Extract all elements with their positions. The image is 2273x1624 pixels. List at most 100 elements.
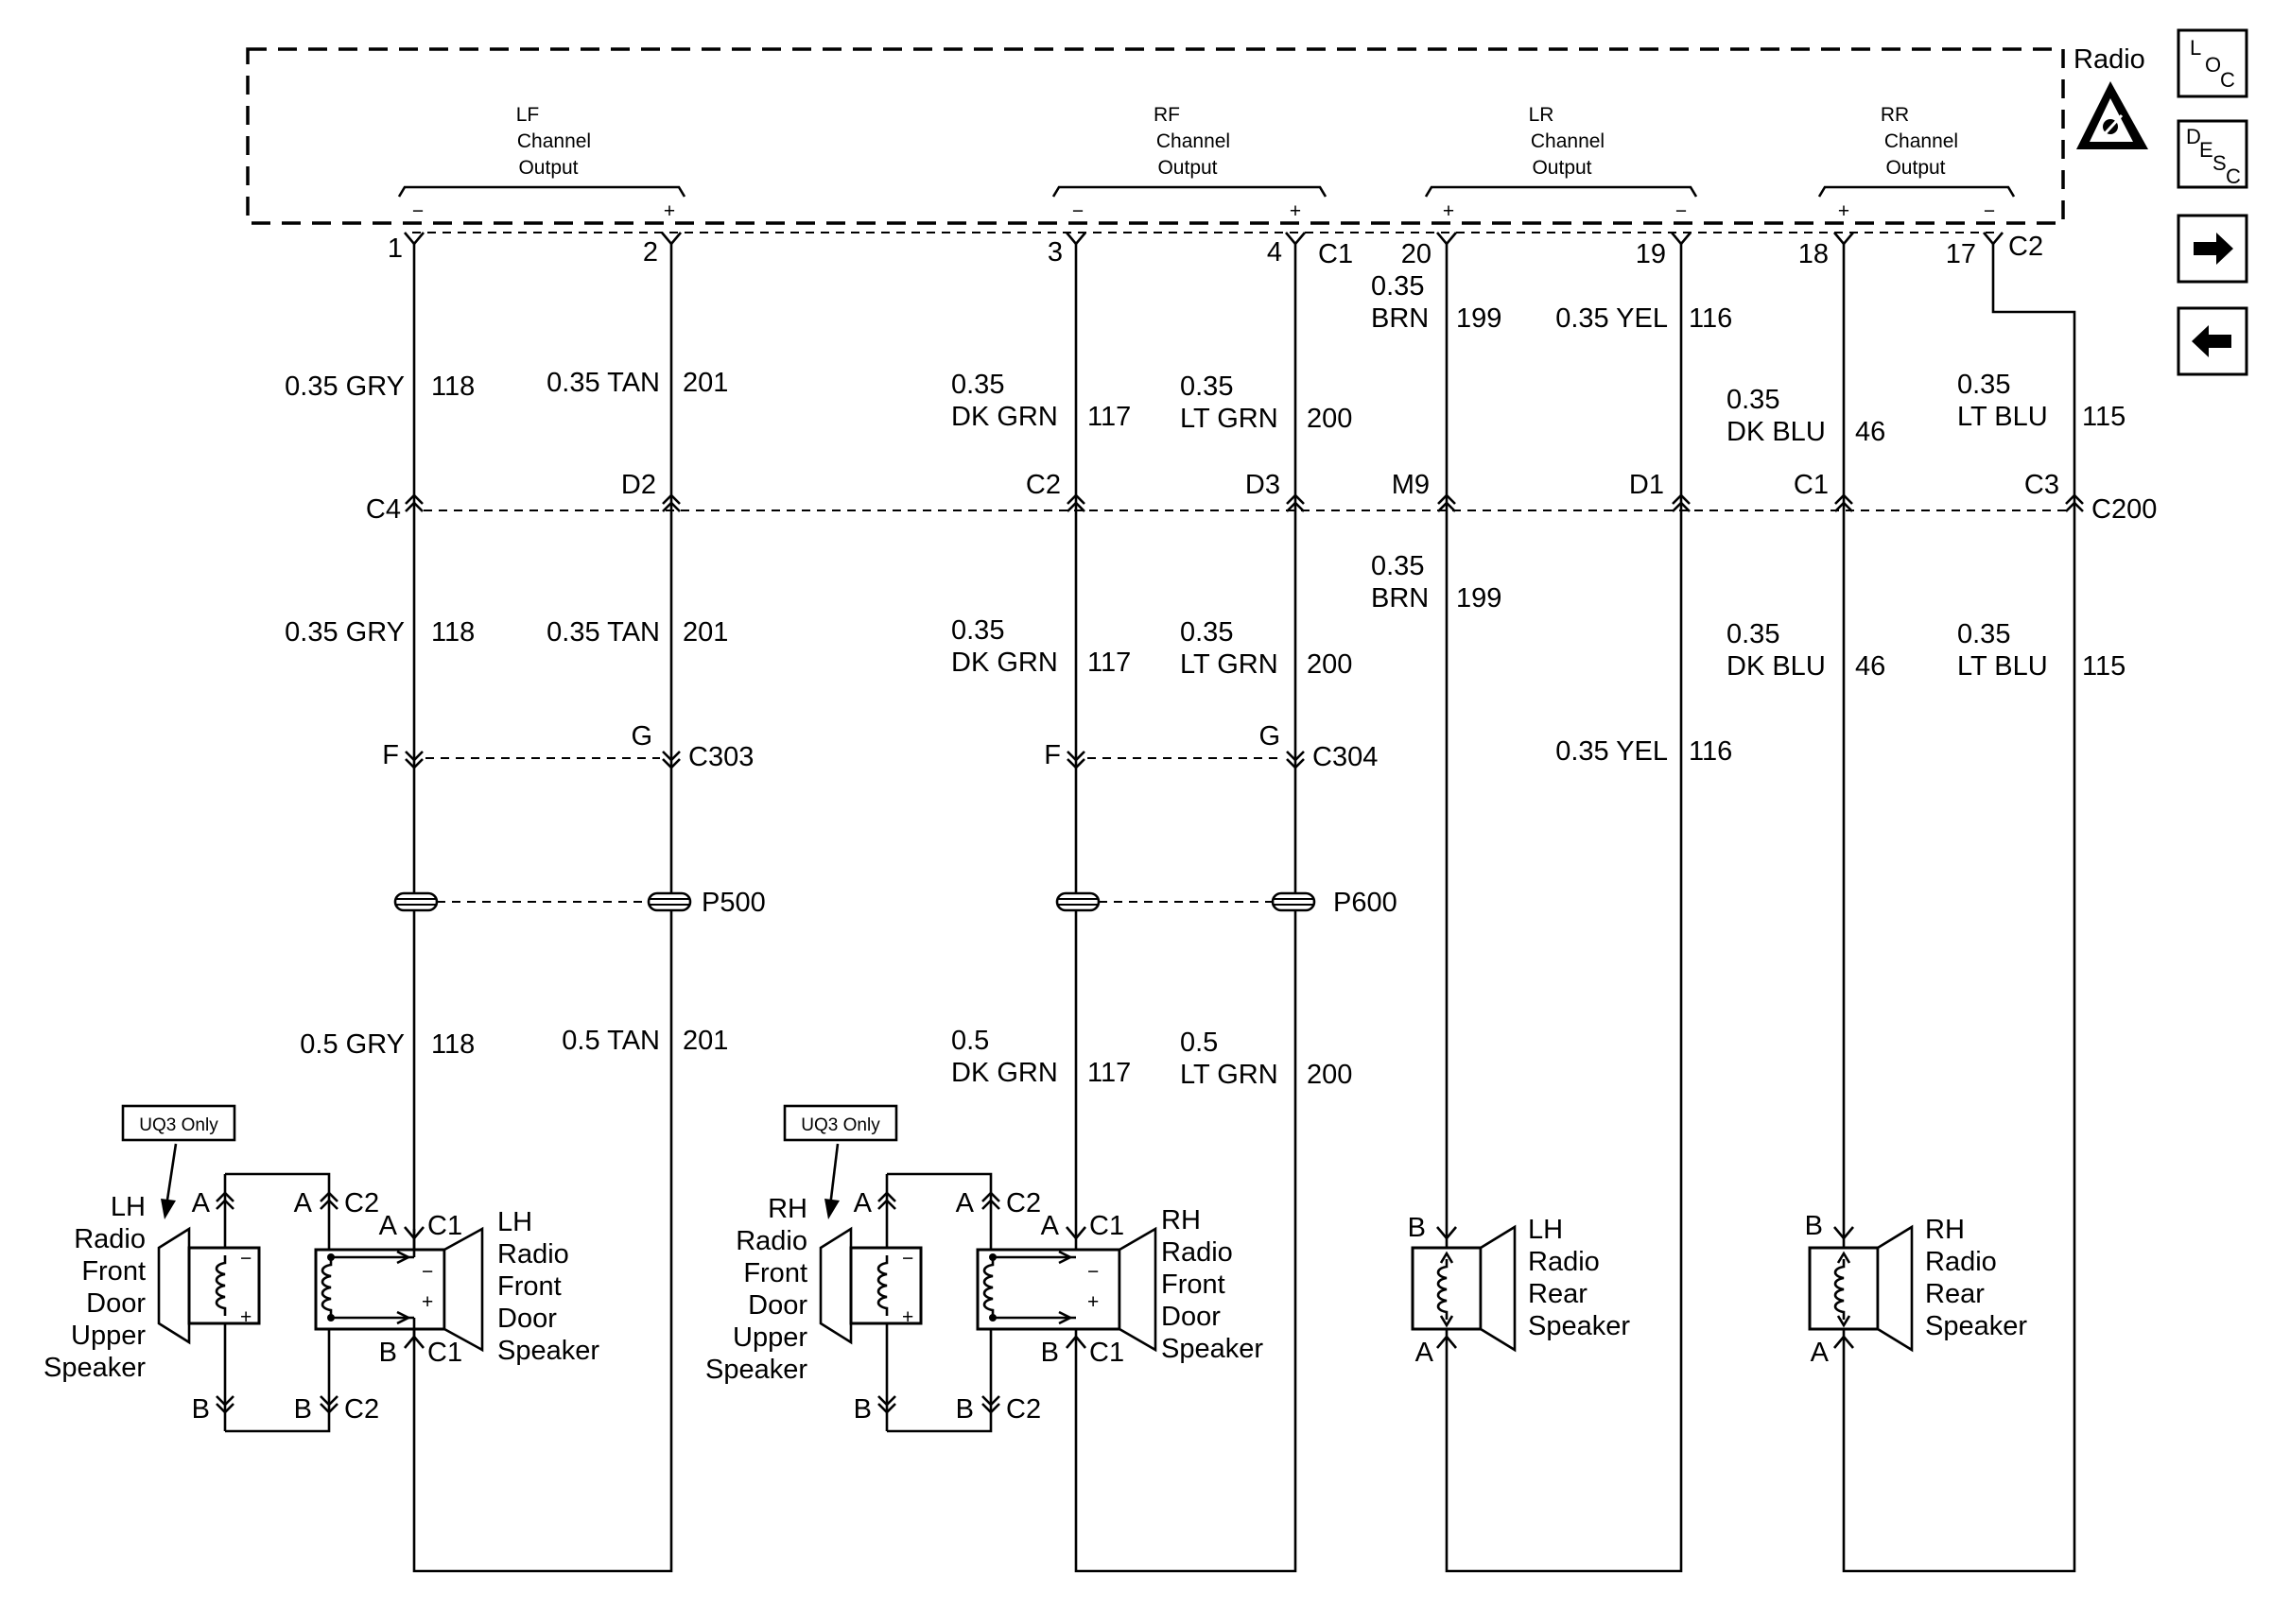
back-button[interactable] (2177, 306, 2248, 376)
loc-l: L (2190, 36, 2201, 60)
c200-pin: D2 (621, 470, 656, 500)
channel-word2: Output (1885, 157, 1945, 179)
wire-labels-lower: 0.5 GRY 118 0.5 TAN 201 0.5 DK GRN 117 0… (300, 1026, 1352, 1090)
coil-minus: − (240, 1248, 252, 1270)
rh-front-speakers: UQ3 Only A A C2 B B C2 − + RH Radio Fron… (705, 1104, 1263, 1433)
conn-c1: C1 (1089, 1338, 1124, 1368)
pin-b: B (1805, 1211, 1823, 1241)
lh-rear-speaker: B A LH Radio Rear Speaker (1408, 1213, 1631, 1368)
c200-pin: D1 (1629, 470, 1664, 500)
speaker-label: Rear (1925, 1279, 1985, 1309)
speaker-label: Rear (1528, 1279, 1588, 1309)
wire-circuit: 201 (683, 368, 728, 398)
wire-size: 0.35 (1726, 385, 1779, 415)
connector-c304: F G C304 (1044, 721, 1378, 772)
c200-pin: C2 (1026, 470, 1061, 500)
radio-pin: 4 (1267, 237, 1282, 268)
wire-size: 0.35 TAN (547, 368, 660, 398)
speaker-label: Speaker (1161, 1334, 1263, 1364)
wire-size: 0.5 TAN (562, 1026, 660, 1056)
radio-pin: 1 (388, 233, 403, 264)
wire-circuit: 115 (2082, 402, 2126, 432)
wire-color: DK GRN (951, 1058, 1058, 1088)
speaker-label: Speaker (1528, 1311, 1630, 1341)
c304-label: C304 (1312, 742, 1378, 772)
forward-button[interactable] (2177, 214, 2248, 284)
speaker-label: Radio (1161, 1237, 1233, 1268)
c200-pin: C3 (2024, 470, 2059, 500)
channel-rf: RF Channel Output − + (1051, 104, 1327, 222)
speaker-label: Upper (733, 1322, 807, 1353)
wire-labels-mid: 0.35 GRY 118 0.35 TAN 201 0.35 DK GRN 11… (285, 551, 2126, 767)
wire-size: 0.35 GRY (285, 617, 405, 648)
radio-boundary (246, 47, 2065, 225)
wire-circuit: 201 (683, 617, 728, 648)
desc-d: D (2186, 125, 2201, 148)
coil-plus: + (1087, 1291, 1099, 1313)
speaker-label: Radio (1925, 1247, 1997, 1277)
pin-a: A (379, 1211, 398, 1241)
lh-front-speakers: UQ3 Only A A C2 B B C2 − + LH Radio Fron… (43, 1104, 599, 1433)
wire-circuit: 118 (431, 371, 475, 402)
c303-pin-g: G (631, 721, 652, 752)
wire-color: LT GRN (1180, 404, 1278, 434)
channel-bracket (1051, 185, 1327, 198)
arrow-left-icon (2192, 325, 2231, 357)
speaker-label: Front (1161, 1270, 1225, 1300)
speaker-label: Radio (74, 1224, 146, 1254)
channel-plus: + (1290, 200, 1301, 222)
wire-circuit: 46 (1855, 417, 1885, 447)
component-locator-button[interactable]: L O C (2177, 28, 2248, 98)
lh-front-door-speaker: − + A C1 B C1 LH Radio Front Door Speake… (314, 1207, 599, 1368)
radio-module: Radio (246, 44, 2148, 225)
connector-c200: C4 D2 C2 D3 M9 D1 C1 C3 C200 (366, 470, 2157, 525)
arrow-right-icon (2194, 233, 2233, 265)
speaker-label: Door (748, 1290, 807, 1321)
wire-size: 0.35 (951, 370, 1004, 400)
c200-pin: M9 (1392, 470, 1430, 500)
speaker-label: Upper (71, 1321, 146, 1351)
channel-plus: + (664, 200, 675, 222)
speaker-label: LH (1528, 1215, 1563, 1245)
pin-a: A (192, 1188, 211, 1218)
coil-minus: − (902, 1248, 913, 1270)
channel-word: Channel (1884, 130, 1958, 152)
wire-color: BRN (1371, 583, 1429, 613)
uq3-badge: UQ3 Only (121, 1104, 236, 1219)
wire-size: 0.35 YEL (1555, 303, 1668, 334)
radio-pin: 3 (1048, 237, 1063, 268)
wire-color: LT BLU (1957, 402, 2048, 432)
channel-word: Channel (1531, 130, 1605, 152)
wire-circuit: 115 (2082, 651, 2126, 682)
conn-c2: C2 (1006, 1394, 1041, 1425)
wire-size: 0.35 (1371, 271, 1424, 302)
coil-plus: + (902, 1306, 913, 1328)
pin-b: B (294, 1394, 312, 1425)
speaker-label: Speaker (43, 1353, 146, 1383)
channel-word2: Output (1532, 157, 1591, 179)
wire-rr-loop (1842, 244, 2076, 1573)
pin-b: B (1408, 1213, 1426, 1243)
channel-word2: Output (1157, 157, 1217, 179)
wire-size: 0.35 (1957, 370, 2010, 400)
connector-c303: F G C303 (382, 721, 754, 772)
wire-circuit: 201 (683, 1026, 728, 1056)
speaker-label: Speaker (497, 1336, 599, 1366)
channel-name: LF (516, 104, 540, 126)
pin-a: A (1415, 1338, 1434, 1368)
rh-front-door-speaker: − + A C1 B C1 RH Radio Front Door Speake… (976, 1205, 1263, 1368)
channel-lf: LF Channel Output − + (397, 104, 686, 222)
description-button[interactable]: D E S C (2177, 119, 2248, 189)
speaker-label: LH (111, 1192, 146, 1222)
channel-lr: LR Channel Output + − (1424, 104, 1698, 222)
wire-size: 0.5 (1180, 1028, 1218, 1058)
channel-word: Channel (517, 130, 591, 152)
c200-pin: C4 (366, 494, 401, 525)
passthrough-p500: P500 (393, 888, 766, 918)
wire-color: BRN (1371, 303, 1429, 334)
wire-size: 0.35 YEL (1555, 736, 1668, 767)
pin-a: A (956, 1188, 975, 1218)
rh-front-door-upper-speaker: − + RH Radio Front Door Upper Speaker (705, 1194, 923, 1385)
speaker-label: Door (1161, 1302, 1221, 1332)
wire-size: 0.35 (1371, 551, 1424, 581)
